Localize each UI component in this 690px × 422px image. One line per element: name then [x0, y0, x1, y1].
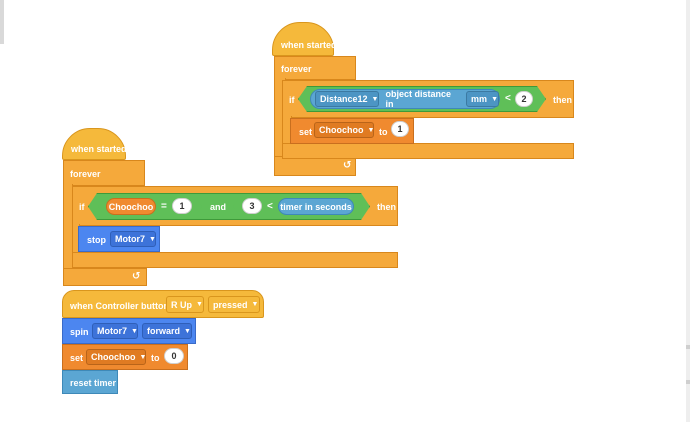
- and-label: and: [210, 202, 227, 212]
- chevron-down-icon: ▼: [131, 327, 138, 335]
- set-value-input[interactable]: 1: [391, 121, 409, 137]
- toolbox-edge: [0, 0, 4, 44]
- hat-label: when started: [281, 40, 337, 50]
- forever-block[interactable]: forever: [63, 160, 145, 186]
- unit-name: mm: [471, 94, 488, 104]
- reset-timer-label: reset timer: [70, 378, 117, 388]
- hat-label: when started: [71, 144, 127, 154]
- if-footer: [72, 252, 398, 268]
- direction-dropdown[interactable]: forward▼: [142, 323, 192, 339]
- scrollbar-mark: [686, 380, 690, 384]
- direction-name: forward: [147, 326, 181, 336]
- motor-dropdown[interactable]: Motor7 ▼: [110, 231, 156, 247]
- less-than-symbol: <: [505, 93, 511, 104]
- scrollbar-mark: [686, 345, 690, 349]
- chevron-down-icon: ▼: [149, 235, 156, 243]
- motor-name: Motor7: [115, 234, 145, 244]
- forever-footer: ↺: [274, 156, 356, 176]
- unit-dropdown[interactable]: mm▼: [466, 91, 499, 107]
- equals-symbol: =: [161, 201, 167, 212]
- forever-block[interactable]: forever: [274, 56, 356, 80]
- equals-value-input[interactable]: 1: [172, 198, 192, 214]
- variable-name: Choochoo: [319, 125, 364, 135]
- stop-label: stop: [87, 235, 106, 245]
- to-label: to: [379, 127, 388, 137]
- event-dropdown[interactable]: pressed▼: [208, 296, 260, 313]
- if-footer: [282, 143, 574, 159]
- forever-label: forever: [281, 64, 312, 74]
- chevron-down-icon: ▼: [184, 327, 191, 335]
- compare-value-input[interactable]: 2: [515, 91, 533, 107]
- set-label: set: [299, 127, 313, 137]
- when-started-hat-block[interactable]: when started: [272, 22, 337, 56]
- loop-icon: ↺: [343, 160, 352, 171]
- forever-label: forever: [70, 169, 101, 179]
- then-label: then: [553, 95, 572, 105]
- button-name: R Up: [171, 299, 192, 310]
- forever-footer: ↺: [63, 268, 147, 286]
- chevron-down-icon: ▼: [491, 95, 498, 103]
- chevron-down-icon: ▼: [251, 301, 259, 308]
- chevron-down-icon: ▼: [139, 353, 147, 361]
- hat-label: when Controller button: [70, 301, 169, 311]
- object-distance-label: object distance in: [385, 89, 451, 109]
- to-label: to: [151, 353, 160, 363]
- chevron-down-icon: ▼: [367, 126, 375, 134]
- less-than-symbol: <: [267, 201, 273, 212]
- if-label: if: [289, 95, 295, 105]
- set-label: set: [70, 353, 84, 363]
- object-distance-reporter[interactable]: Distance12▼ object distance in mm▼: [310, 89, 500, 109]
- if-label: if: [79, 202, 85, 212]
- vertical-scrollbar[interactable]: [686, 0, 690, 422]
- spin-label: spin: [70, 327, 89, 337]
- event-name: pressed: [213, 299, 248, 310]
- variable-dropdown[interactable]: Choochoo▼: [314, 122, 374, 138]
- motor-name: Motor7: [97, 326, 127, 336]
- timer-reporter[interactable]: timer in seconds: [278, 198, 354, 215]
- set-value-input[interactable]: 0: [164, 348, 184, 364]
- lt-value-input[interactable]: 3: [242, 198, 262, 214]
- reset-timer-block[interactable]: reset timer: [62, 370, 118, 394]
- sensor-name: Distance12: [320, 94, 368, 104]
- when-started-hat-block[interactable]: when started: [62, 128, 127, 160]
- loop-icon: ↺: [132, 271, 141, 282]
- variable-name: Choochoo: [91, 352, 136, 362]
- chevron-down-icon: ▼: [371, 95, 379, 103]
- chevron-down-icon: ▼: [196, 301, 203, 308]
- motor-dropdown[interactable]: Motor7 ▼: [92, 323, 138, 339]
- variable-reporter[interactable]: Choochoo: [106, 198, 156, 215]
- button-dropdown[interactable]: R Up ▼: [166, 296, 204, 313]
- then-label: then: [377, 202, 396, 212]
- variable-dropdown[interactable]: Choochoo▼: [86, 349, 146, 365]
- sensor-dropdown[interactable]: Distance12▼: [315, 91, 380, 107]
